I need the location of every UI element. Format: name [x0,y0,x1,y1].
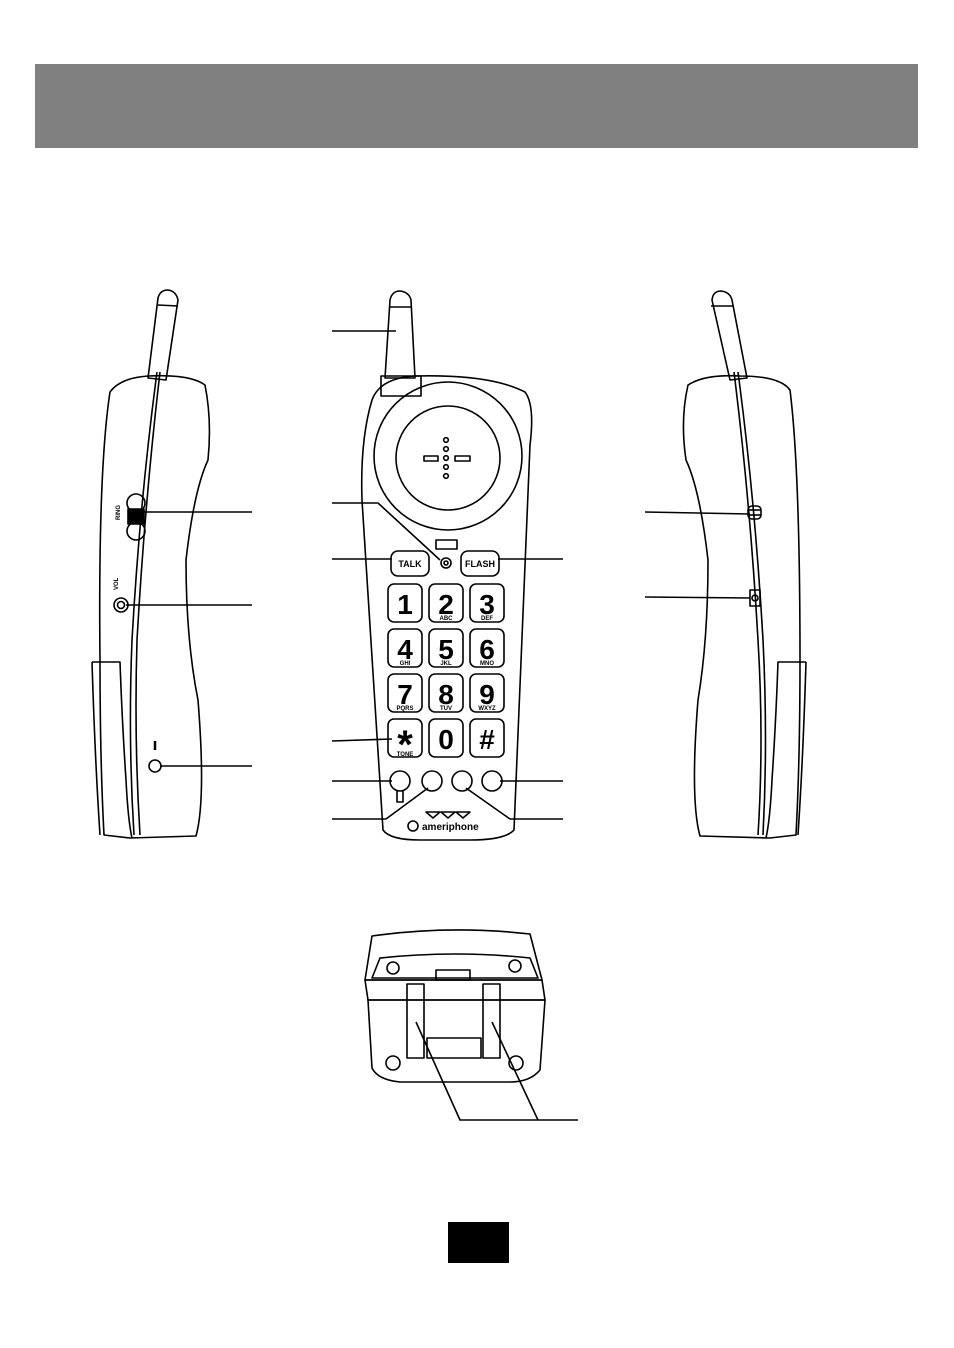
flash-button-outline [460,550,500,577]
key-5-letters: JKL [440,661,452,667]
flash-button[interactable]: FLASH [465,559,495,569]
key-1[interactable]: 1 [397,589,413,620]
key-3[interactable]: 3 [479,589,495,620]
page-number-box [448,1222,509,1263]
callout-right-jack [644,596,751,599]
callout-mid-left [332,787,429,820]
key-4[interactable]: 4 [397,634,413,665]
right-side-view [682,290,807,839]
callout-right-switch [644,511,751,515]
callout-indicator [332,502,441,561]
key-9-letters: WXYZ [478,706,496,712]
talk-button-outline [390,550,430,577]
key-star[interactable]: * [397,723,413,767]
left-side-view: RING VOL [91,289,211,839]
key-8[interactable]: 8 [438,679,454,710]
key-9[interactable]: 9 [479,679,495,710]
antenna-front [384,290,416,379]
talk-button[interactable]: TALK [398,559,422,569]
key-6-letters: MNO [480,661,494,667]
key-8-letters: TUV [440,706,452,712]
callout-charging-contact-left [415,1021,578,1121]
bottom-view [364,929,578,1121]
key-0[interactable]: 0 [438,724,454,755]
key-2-letters: ABC [440,616,454,622]
front-view [360,290,533,841]
key-4-letters: GHI [400,661,411,667]
header-bar [35,64,918,148]
key-star-letters: TONE [397,752,414,758]
key-7[interactable]: 7 [397,679,413,710]
brand-logo: ameriphone [422,822,479,833]
svg-text:VOL: VOL [114,577,120,590]
key-2[interactable]: 2 [438,589,454,620]
callout-star-tone [331,738,393,742]
keypad-labels: TALK FLASH 1 2 ABC 3 DEF 4 GHI 5 JKL 6 M… [396,559,496,833]
svg-text:RING: RING [116,505,122,520]
key-5[interactable]: 5 [438,634,454,665]
callout-mid-right [465,787,563,820]
key-7-letters: PQRS [396,706,413,712]
key-6[interactable]: 6 [479,634,495,665]
key-3-letters: DEF [481,616,493,622]
antenna-right [711,290,748,381]
antenna-left [147,289,179,381]
key-hash[interactable]: # [479,724,495,755]
